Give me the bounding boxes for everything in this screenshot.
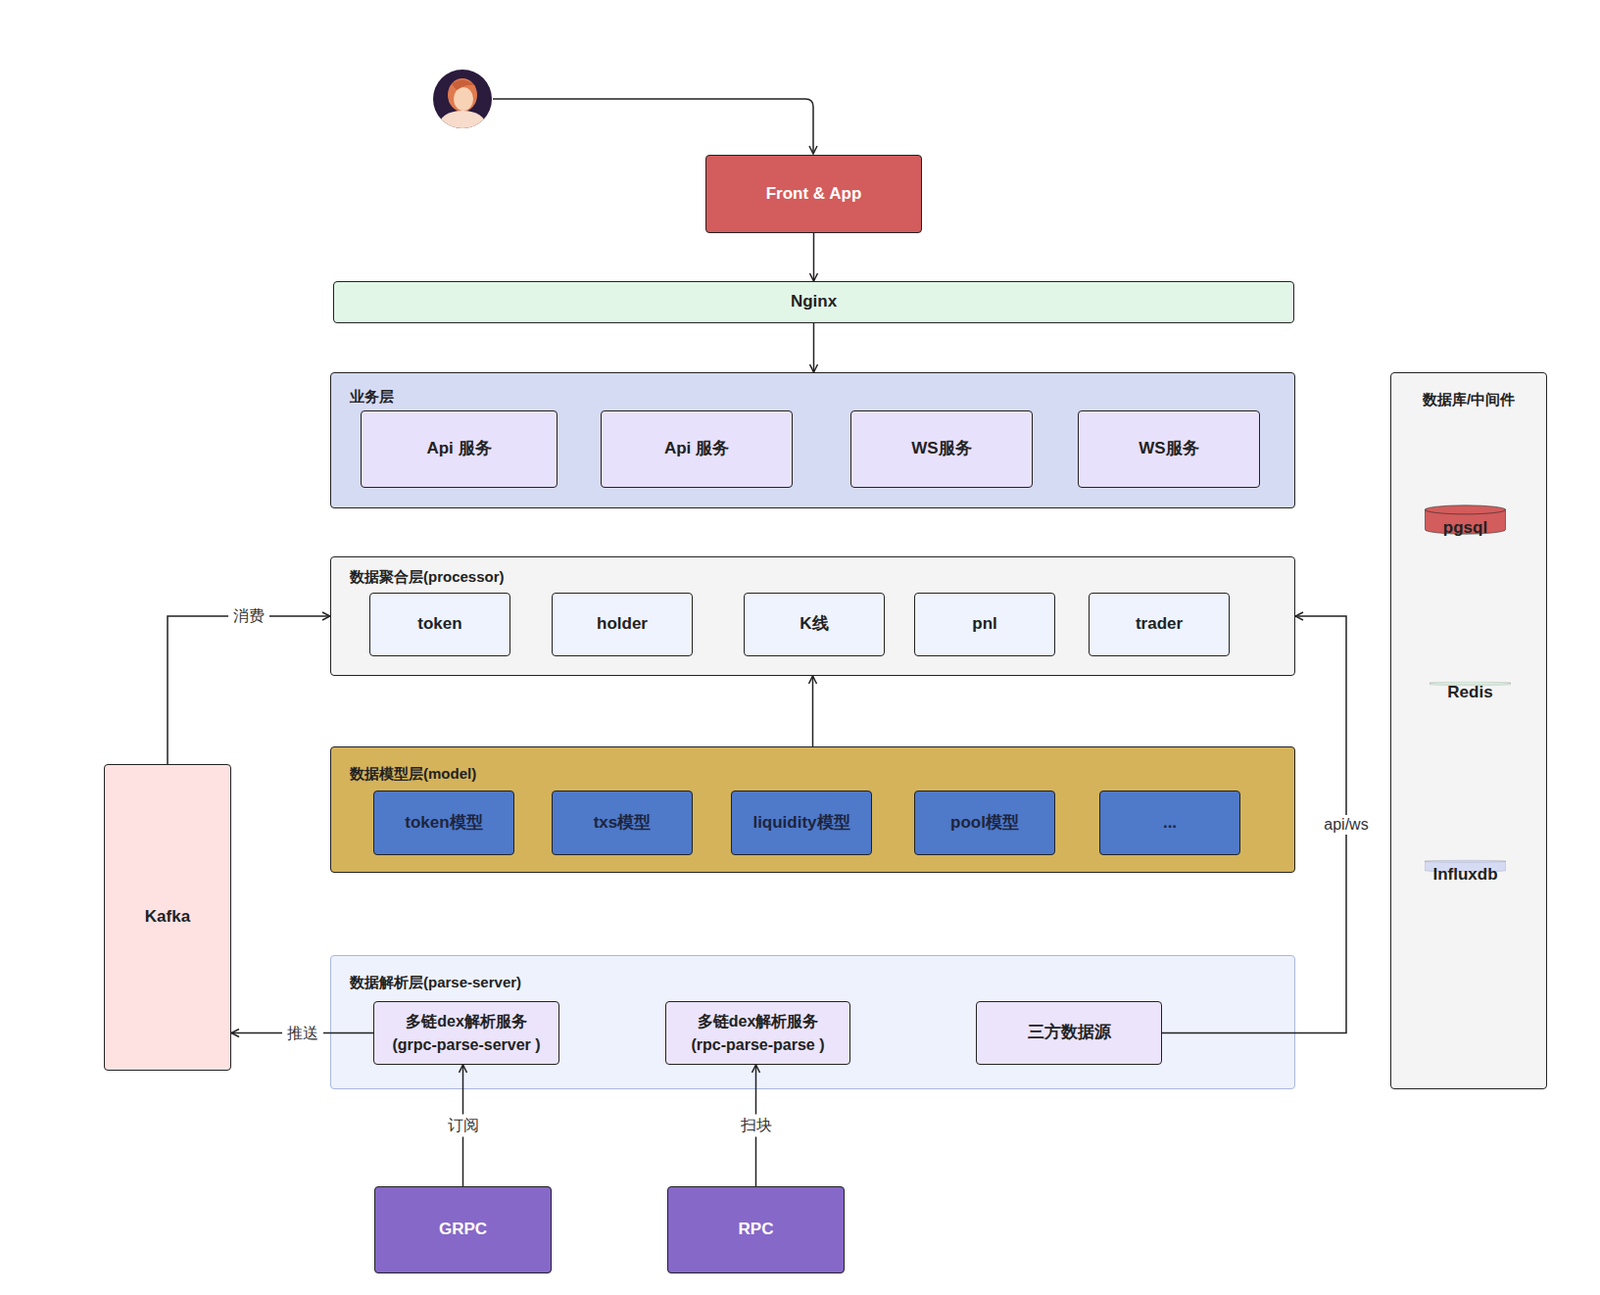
module-box: holder — [551, 592, 693, 657]
layer-title: 数据聚合层(processor) — [349, 566, 505, 588]
cylinder-top — [1424, 860, 1506, 863]
user-avatar — [433, 69, 492, 130]
avatar-face — [453, 87, 474, 111]
node-label: RPC — [738, 1217, 775, 1243]
node-label: Nginx — [790, 290, 837, 315]
service-box: Api 服务 — [360, 410, 558, 488]
layer-title: 业务层 — [349, 386, 394, 408]
node-label: Redis — [1447, 680, 1493, 706]
parser-box: 多链dex解析服务 (grpc-parse-server ) — [373, 1001, 560, 1066]
node-label: trader — [1135, 612, 1183, 637]
model-box: pool模型 — [914, 790, 1056, 856]
database-cylinder: Influxdb — [1424, 823, 1506, 910]
layer-band: 业务层 Api 服务 Api 服务 WS服务 WS服务 — [330, 372, 1296, 509]
parser-box: 多链dex解析服务 (rpc-parse-parse ) — [665, 1001, 851, 1066]
source-box: 三方数据源 — [975, 1001, 1163, 1066]
layer-title: 数据模型层(model) — [349, 763, 477, 785]
service-box: Api 服务 — [600, 410, 793, 488]
node-label: token — [417, 612, 462, 637]
node-label: token模型 — [404, 811, 483, 836]
node-label: ... — [1163, 811, 1177, 836]
edge-label: 扫块 — [735, 1115, 777, 1138]
module-box: pnl — [914, 592, 1056, 657]
node-label: WS服务 — [911, 436, 971, 462]
layer-band: 数据聚合层(processor) token holder K线 pnl trader — [330, 556, 1296, 677]
storage-panel: 数据库/中间件 pgsqlRedisInfluxdb — [1390, 372, 1548, 1090]
avatar-body — [436, 110, 488, 130]
node-label: WS服务 — [1138, 436, 1199, 462]
chain-source-box: GRPC — [374, 1186, 552, 1274]
node-label: pnl — [971, 612, 998, 637]
module-box: token — [369, 592, 511, 657]
node-label: pool模型 — [950, 811, 1019, 836]
flow-connector — [813, 323, 816, 373]
node-label: Api 服务 — [426, 436, 491, 462]
flow-connector — [813, 233, 816, 282]
node-label: 三方数据源 — [1027, 1020, 1112, 1046]
module-box: trader — [1088, 592, 1230, 657]
flow-connector — [812, 676, 815, 747]
edge-group — [167, 233, 1347, 1187]
model-box: liquidity模型 — [730, 790, 873, 856]
layer-title: 数据解析层(parse-server) — [349, 971, 522, 994]
queue-box: Kafka — [103, 764, 232, 1071]
service-box: WS服务 — [850, 410, 1033, 488]
node-label: liquidity模型 — [752, 811, 850, 836]
node-label: pgsql — [1443, 516, 1488, 541]
model-box: txs模型 — [551, 790, 693, 856]
node-label: K线 — [799, 612, 828, 637]
cylinder-top — [1424, 505, 1505, 515]
database-cylinder: Redis — [1429, 640, 1511, 728]
layer-title: 数据库/中间件 — [1391, 388, 1547, 411]
user-connector — [492, 98, 814, 154]
node-label: Kafka — [145, 905, 191, 930]
gateway-bar: Nginx — [333, 281, 1295, 324]
layer-band: 数据解析层(parse-server) 多链dex解析服务 (grpc-parse… — [330, 955, 1296, 1090]
module-box: K线 — [743, 592, 885, 657]
layer-band: 数据模型层(model) token模型 txs模型 liquidity模型 pool模… — [330, 746, 1296, 873]
edge-label: 消费 — [228, 605, 270, 629]
avatar-hair — [447, 78, 478, 112]
chain-source-box: RPC — [667, 1186, 845, 1274]
node-label: holder — [596, 612, 648, 637]
model-box: ... — [1099, 790, 1241, 856]
app-box: Front & App — [705, 154, 922, 234]
edge-label: api/ws — [1318, 815, 1373, 835]
node-label: GRPC — [438, 1217, 487, 1243]
node-label: Api 服务 — [664, 436, 729, 462]
edge-label: 订阅 — [442, 1115, 485, 1138]
database-cylinder: pgsql — [1424, 476, 1506, 564]
service-box: WS服务 — [1077, 410, 1261, 488]
node-label: Front & App — [766, 182, 863, 207]
avatar-background — [433, 69, 492, 129]
avatar-fringe — [451, 79, 477, 91]
model-box: token模型 — [373, 790, 515, 856]
node-label: Influxdb — [1432, 863, 1498, 888]
flow-connector — [167, 616, 331, 765]
edge-label: 推送 — [282, 1021, 324, 1045]
node-label: 多链dex解析服务 (grpc-parse-server ) — [389, 1010, 544, 1056]
node-label: txs模型 — [593, 811, 652, 836]
node-label: 多链dex解析服务 (rpc-parse-parse ) — [680, 1010, 835, 1056]
